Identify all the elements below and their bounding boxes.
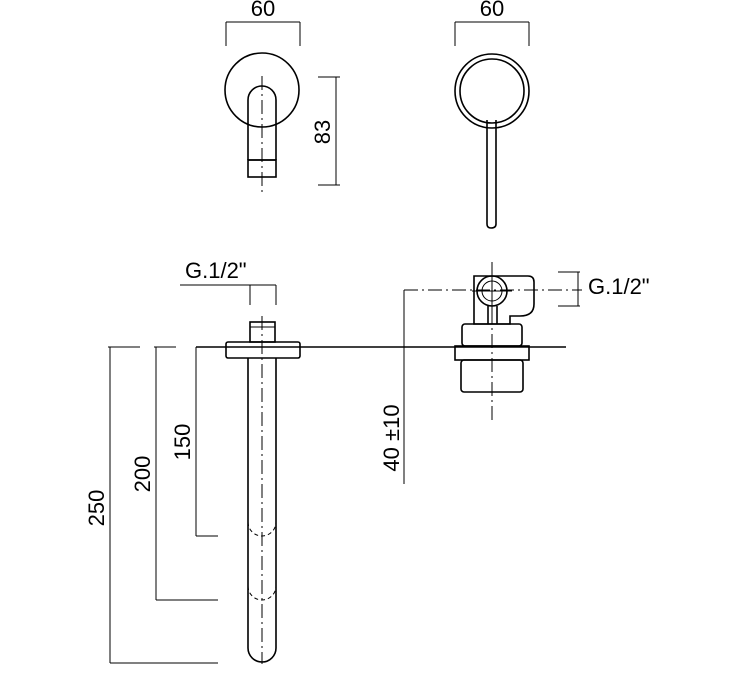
dim-spout-150: 150 (170, 424, 195, 461)
dim-top-right-width: 60 (480, 0, 504, 21)
dim-top-height: 83 (310, 120, 335, 144)
dim-spout-200: 200 (130, 456, 155, 493)
mixer-side-view: G.1/2" 40 ±10 (379, 262, 650, 484)
dim-thread-spout: G.1/2" (185, 258, 247, 283)
dim-spout-250: 250 (84, 490, 109, 527)
dim-wall-depth: 40 ±10 (379, 404, 404, 471)
dim-top-left-width: 60 (251, 0, 275, 21)
mixer-front-view: 60 (454, 0, 530, 229)
spout-side-view: G.1/2" 150 200 250 (84, 258, 301, 664)
spout-front-view: 60 83 (224, 0, 340, 196)
dim-thread-valve: G.1/2" (588, 274, 650, 299)
